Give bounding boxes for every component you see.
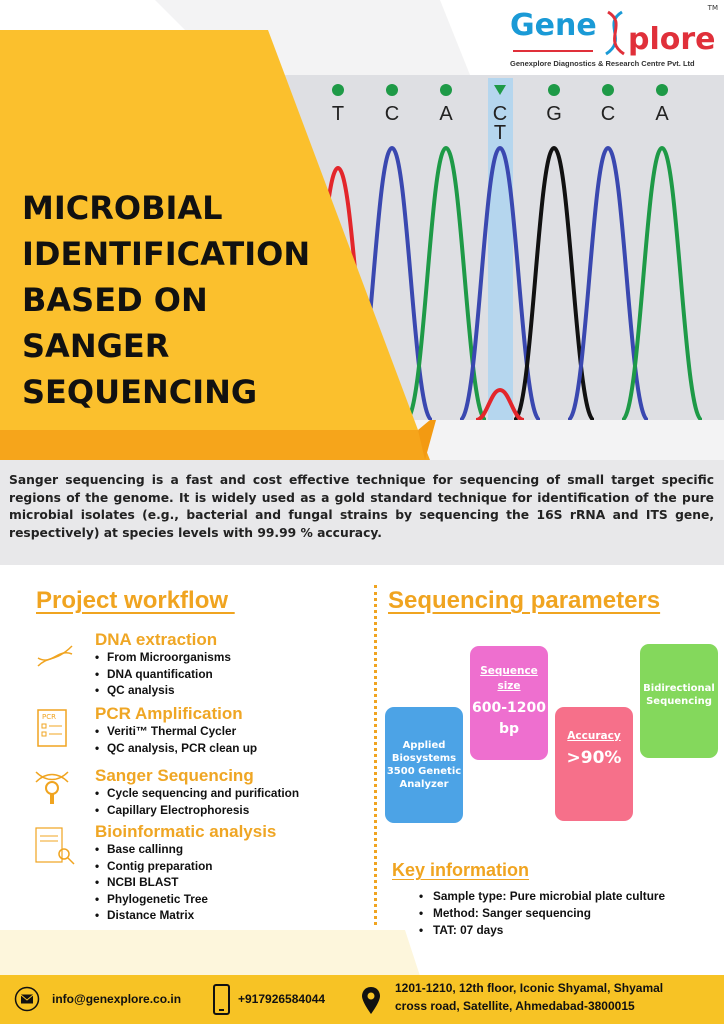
step-item: Cycle sequencing and purification: [95, 785, 370, 802]
size-value: 600-1200 bp: [472, 700, 546, 737]
step-item: Capillary Electrophoresis: [95, 802, 370, 819]
instrument-card: Applied Biosystems 3500 Genetic Analyzer: [385, 707, 463, 823]
footer: info@genexplore.co.in +917926584044 1201…: [0, 975, 724, 1024]
logo-underline: [513, 50, 593, 52]
email-icon: [14, 986, 40, 1012]
title-banner: [0, 30, 436, 460]
step-title: Sanger Sequencing: [95, 766, 254, 785]
peak-A: [620, 145, 704, 422]
base-quality-marker: [656, 84, 668, 96]
accuracy-label: Accuracy: [567, 730, 621, 742]
logo-text-gene: Gene: [510, 8, 597, 43]
parameters-heading: Sequencing parameters: [388, 587, 661, 614]
email-link[interactable]: info@genexplore.co.in: [52, 992, 182, 1006]
step-title: DNA extraction: [95, 630, 218, 649]
step-item: DNA quantification: [95, 666, 370, 683]
workflow-step-pcr: PCR Amplification Veriti™ Thermal Cycler…: [95, 705, 370, 756]
logo-subtitle: Genexplore Diagnostics & Research Centre…: [510, 59, 695, 68]
dna-helix-icon: [605, 10, 625, 56]
trademark: TM: [707, 4, 718, 12]
step-item: Base callinng: [95, 841, 370, 858]
base-quality-marker: [332, 84, 344, 96]
base-quality-marker: [440, 84, 452, 96]
base-quality-marker: [386, 84, 398, 96]
step-item: Distance Matrix: [95, 907, 370, 924]
pcr-document-icon: PCR: [37, 709, 67, 747]
page-title: MICROBIAL IDENTIFICATION BASED ON SANGER…: [22, 189, 311, 411]
step-item: NCBI BLAST: [95, 874, 370, 891]
location-pin-icon: [362, 987, 380, 1014]
peak-C: [566, 145, 650, 422]
svg-text:PCR: PCR: [42, 713, 56, 721]
address-line-1: 1201-1210, 12th floor, Iconic Shyamal, S…: [395, 981, 664, 995]
step-item: From Microorganisms: [95, 649, 370, 666]
base-call-label: C: [601, 103, 615, 125]
genexplore-logo: Gene plore TM Genexplore Diagnostics & R…: [510, 4, 720, 74]
workflow-heading: Project workflow: [36, 587, 235, 614]
key-info-heading: Key information: [392, 860, 530, 880]
step-item: Contig preparation: [95, 858, 370, 875]
section-divider: [374, 585, 377, 925]
step-item: Veriti™ Thermal Cycler: [95, 723, 370, 740]
base-call-label: C: [385, 103, 399, 125]
base-call-label: A: [439, 103, 453, 125]
base-call-label: G: [546, 103, 562, 125]
decorative-band: [0, 930, 420, 976]
workflow-step-dna-extraction: DNA extraction From MicroorganismsDNA qu…: [95, 631, 370, 699]
workflow-step-bioinformatics: Bioinformatic analysis Base callinngCont…: [95, 823, 370, 924]
accuracy-value: >90%: [566, 748, 622, 768]
step-title: Bioinformatic analysis: [95, 822, 277, 841]
base-quality-marker: [494, 85, 506, 95]
instrument-text: Applied Biosystems 3500 Genetic Analyzer: [386, 740, 462, 790]
size-label: Sequence size: [480, 665, 538, 692]
key-info-list: Sample type: Pure microbial plate cultur…: [419, 888, 719, 939]
base-call-label: C: [493, 103, 507, 125]
step-title: PCR Amplification: [95, 704, 243, 723]
workflow-step-sanger: Sanger Sequencing Cycle sequencing and p…: [95, 767, 370, 818]
ambiguous-base-label: T: [494, 122, 506, 144]
bidirectional-text: Bidirectional Sequencing: [643, 683, 715, 707]
bidirectional-card: Bidirectional Sequencing: [640, 644, 718, 758]
phone-link[interactable]: +917926584044: [238, 992, 326, 1006]
base-call-label: T: [332, 103, 344, 125]
accuracy-card: Accuracy >90%: [555, 707, 633, 821]
sequence-size-card: Sequence size 600-1200 bp: [470, 646, 548, 760]
peak-G: [512, 145, 596, 422]
key-info-item: TAT: 07 days: [419, 922, 719, 939]
base-quality-marker: [602, 84, 614, 96]
base-call-label: A: [655, 103, 669, 125]
peak-T-minor: [475, 387, 525, 422]
logo-text-plore: plore: [628, 22, 716, 57]
key-info-item: Sample type: Pure microbial plate cultur…: [419, 888, 719, 905]
step-item: Phylogenetic Tree: [95, 891, 370, 908]
step-item: QC analysis: [95, 682, 370, 699]
dna-icon: [37, 645, 73, 667]
key-info-item: Method: Sanger sequencing: [419, 905, 719, 922]
sequencing-magnifier-icon: [35, 771, 69, 804]
base-quality-marker: [548, 84, 560, 96]
description: Sanger sequencing is a fast and cost eff…: [0, 460, 724, 565]
peak-C: [458, 145, 542, 422]
peak-A: [404, 145, 488, 422]
address-line-2: cross road, Satellite, Ahmedabad-3800015: [395, 999, 635, 1013]
step-item: QC analysis, PCR clean up: [95, 740, 370, 757]
report-analysis-icon: [35, 827, 75, 865]
phone-icon: [213, 984, 230, 1015]
